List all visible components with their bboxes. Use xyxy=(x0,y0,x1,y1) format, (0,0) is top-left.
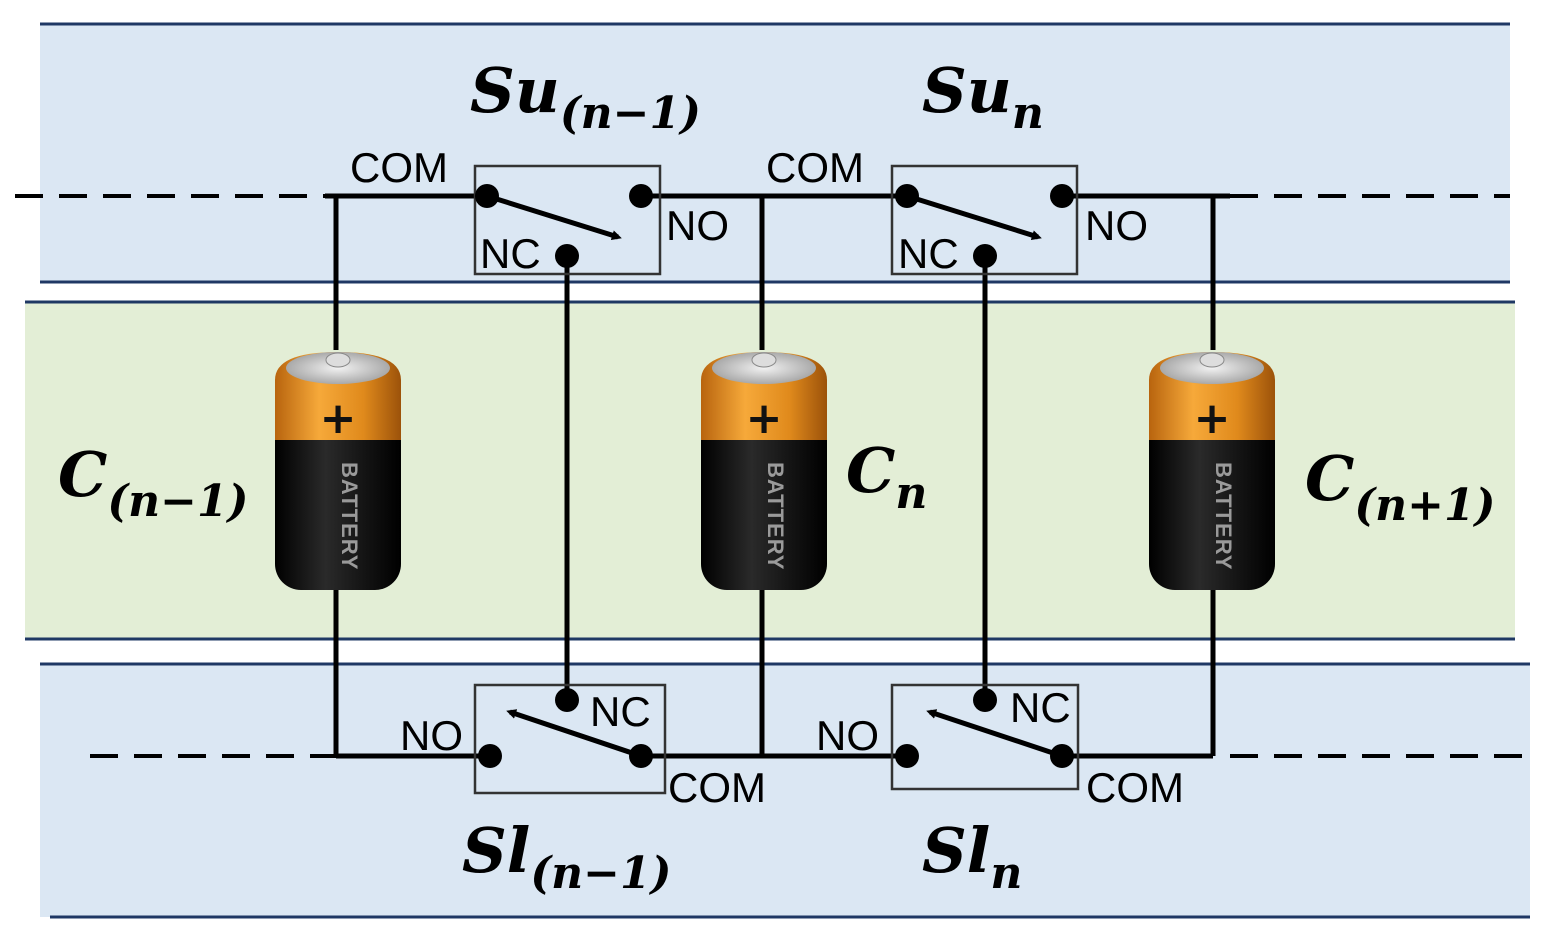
pin-no-label: NO xyxy=(666,202,729,249)
switch-sl-n-minus-1: NO NC COM Sl(n−1) xyxy=(400,683,766,899)
switch-sl-n: NO NC COM Sln xyxy=(816,683,1184,899)
pin-com-label: COM xyxy=(766,144,864,191)
cell-label-c-n-plus-1: C(n+1) xyxy=(1305,442,1495,531)
plus-sign: + xyxy=(746,393,783,444)
pin-com-label: COM xyxy=(350,144,448,191)
switch-label-su-n-minus-1: Su(n−1) xyxy=(470,54,701,139)
pin-no-label: NO xyxy=(816,712,879,759)
pin-com-label: COM xyxy=(668,764,766,811)
plus-sign: + xyxy=(320,393,357,444)
switch-label-sl-n-minus-1: Sl(n−1) xyxy=(462,814,671,899)
pin-no-label: NO xyxy=(1085,202,1148,249)
switch-label-sl-n: Sln xyxy=(922,814,1022,899)
bus-lines xyxy=(15,194,1530,758)
band-lines xyxy=(25,22,1530,919)
switch-su-n: COM NC NO Sun xyxy=(766,54,1148,277)
pin-nc-label: NC xyxy=(590,688,651,735)
pin-no-label: NO xyxy=(400,712,463,759)
pin-nc-label: NC xyxy=(1010,684,1071,731)
cell-label-c-n: Cn xyxy=(846,434,927,519)
wires xyxy=(325,193,1230,759)
pin-com-label: COM xyxy=(1086,764,1184,811)
plus-sign: + xyxy=(1194,393,1231,444)
battery-body-text: BATTERY xyxy=(763,462,788,570)
battery-c-n-minus-1: + BATTERY xyxy=(275,352,401,590)
battery-c-n-plus-1: + BATTERY xyxy=(1149,352,1275,590)
battery-body-text: BATTERY xyxy=(1211,462,1236,570)
pin-nc-label: NC xyxy=(898,230,959,277)
switch-su-n-minus-1: COM NC NO Su(n−1) xyxy=(350,54,729,277)
lower-band xyxy=(40,664,1530,917)
pin-nc-label: NC xyxy=(480,230,541,277)
battery-body-text: BATTERY xyxy=(337,462,362,570)
battery-c-n: + BATTERY xyxy=(701,352,827,590)
switch-label-su-n: Sun xyxy=(922,54,1044,139)
cell-label-c-n-minus-1: C(n−1) xyxy=(58,438,248,527)
upper-band xyxy=(40,24,1510,282)
